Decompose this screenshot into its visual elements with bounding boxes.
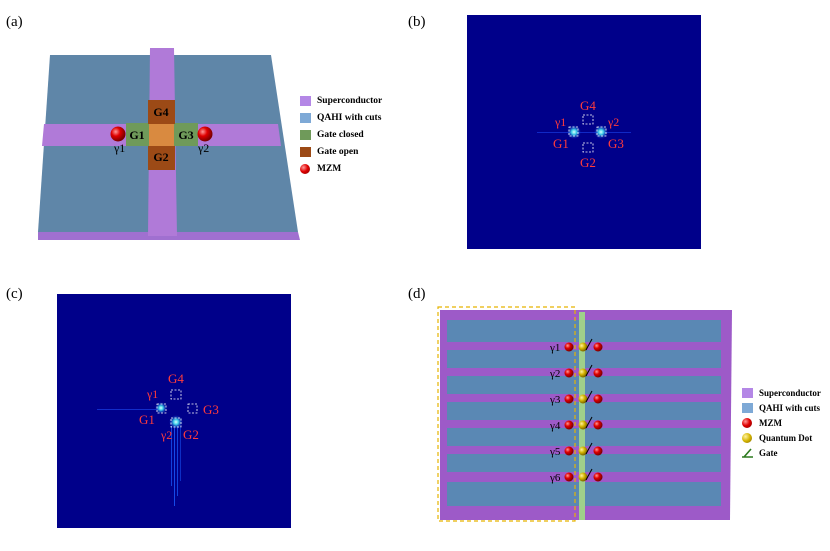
gate-label-g1: G1 [129, 128, 144, 142]
gate-label-g1: G1 [139, 412, 155, 427]
gate-box-g2 [170, 417, 182, 428]
legend-mzm-icon [300, 163, 310, 174]
density-peak-1 [567, 125, 581, 139]
gate-label-g3: G3 [178, 128, 193, 142]
gate-g3 [174, 123, 198, 146]
legend-label: Quantum Dot [759, 432, 813, 443]
mzm-label-1: γ1 [113, 141, 125, 155]
mzm-row-5 [564, 442, 603, 456]
panel-c-density-map: G1 G2 G3 G4 γ1 γ2 [57, 294, 291, 528]
legend-swatch-qahi [300, 112, 311, 123]
gate-label-g2: G2 [183, 427, 199, 442]
legend-label: Gate [759, 447, 778, 458]
panel-a-device: G1 G2 G3 G4 γ1 γ2 [38, 48, 300, 240]
gate-box-g2 [582, 142, 594, 153]
gate-bar [579, 312, 585, 520]
gate-box-g3 [187, 403, 198, 414]
mzm-row-6 [564, 468, 603, 482]
mzm-label-1: γ1 [554, 115, 566, 129]
legend-quantum-dot-icon [742, 432, 752, 443]
mzm-label-2: γ2 [197, 141, 209, 155]
mzm-label-3: γ3 [549, 394, 561, 406]
gate-box-g1 [568, 126, 579, 137]
panel-a-label: (a) [6, 14, 23, 30]
gate-icon [742, 447, 753, 458]
gate-label-g3: G3 [608, 136, 624, 151]
gate-label-g4: G4 [153, 105, 168, 119]
legend-label: Superconductor [317, 95, 383, 106]
legend-swatch-superconductor [300, 95, 311, 106]
panel-d-label: (d) [408, 286, 426, 302]
gate-label-g1: G1 [553, 136, 569, 151]
gate-label-g2: G2 [153, 150, 168, 164]
legend-label: MZM [759, 417, 782, 428]
legend-swatch-gate-open [300, 146, 311, 157]
mzm-label-2: γ2 [549, 368, 560, 380]
mzm-row-3 [564, 390, 603, 404]
panel-d-legend: Superconductor QAHI with cuts MZM Quantu… [742, 385, 821, 460]
legend-swatch-superconductor [742, 387, 753, 398]
gate-box-g4 [582, 114, 594, 125]
density-peak-2 [594, 125, 608, 139]
density-peak-1 [155, 402, 167, 414]
mzm-label-2: γ2 [607, 115, 619, 129]
panel-c-label: (c) [6, 286, 23, 302]
panel-d-device: γ1 γ2 γ3 γ4 γ5 γ6 [437, 306, 732, 522]
mzm-label-4: γ4 [549, 420, 561, 432]
mzm-row-4 [564, 416, 603, 430]
mzm-row-1 [564, 338, 603, 352]
panel-a-legend: Superconductor QAHI with cuts Gate close… [300, 92, 382, 177]
gate-box-g1 [156, 403, 167, 414]
legend-label: Superconductor [759, 387, 821, 398]
legend-label: QAHI with cuts [317, 112, 382, 123]
qahi-strips [447, 320, 721, 506]
legend-label: Gate closed [317, 129, 364, 140]
mzm-label-1: γ1 [549, 342, 560, 354]
gate-box-g4 [170, 389, 182, 400]
mzm-label-1: γ1 [146, 387, 158, 401]
gate-label-g3: G3 [203, 402, 219, 417]
panel-b-label: (b) [408, 14, 426, 30]
gate-g4 [148, 100, 175, 124]
panel-b-density-map: G1 G2 G3 G4 γ1 γ2 [467, 15, 701, 249]
density-peak-2 [169, 415, 183, 429]
legend-mzm-icon [742, 417, 752, 428]
gate-g1 [126, 123, 149, 146]
legend-label: QAHI with cuts [759, 402, 821, 413]
gate-label-g4: G4 [168, 371, 184, 386]
legend-swatch-gate-closed [300, 129, 311, 140]
legend-label: Gate open [317, 146, 359, 157]
legend-swatch-qahi [742, 402, 753, 413]
gate-box-g3 [596, 126, 607, 137]
legend-label: MZM [317, 163, 342, 174]
mzm-label-6: γ6 [549, 472, 561, 484]
mzm-label-5: γ5 [549, 446, 561, 458]
gate-label-g4: G4 [580, 98, 596, 113]
gate-label-g2: G2 [580, 155, 596, 170]
mzm-row-2 [564, 364, 603, 378]
mzm-sphere-1 [110, 126, 126, 142]
mzm-sphere-2 [197, 126, 213, 142]
mzm-label-2: γ2 [160, 428, 172, 442]
gate-g2 [148, 146, 175, 170]
selection-region [437, 306, 576, 522]
